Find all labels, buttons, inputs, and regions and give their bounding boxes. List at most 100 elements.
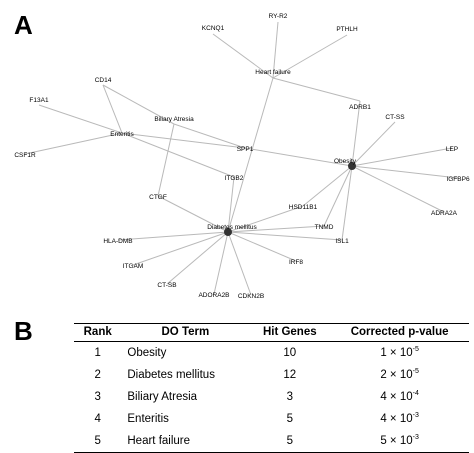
disease-node-label: Diabetes mellitus	[207, 224, 257, 231]
disease-hub-node	[224, 228, 232, 236]
p-value-cell: 5 × 10-3	[330, 430, 469, 453]
network-edge	[157, 195, 229, 233]
network-edge	[121, 132, 246, 149]
table-header-row: Rank DO Term Hit Genes Corrected p-value	[74, 323, 469, 342]
hits-cell: 10	[283, 347, 297, 359]
network-edges	[24, 21, 459, 296]
gene-node-label: ADRA2A	[431, 210, 458, 217]
p-value-exponent: -5	[412, 368, 419, 376]
network-edge	[227, 77, 274, 233]
gene-node-label: IRF8	[289, 259, 303, 266]
network-edge	[351, 165, 459, 179]
col-header-do-term: DO Term	[121, 323, 250, 342]
disease-node-label: Biliary Atresia	[154, 116, 194, 123]
gene-node-label: ISL1	[335, 238, 349, 245]
network-edge	[272, 34, 348, 79]
p-value-cell: 4 × 10-4	[330, 386, 469, 408]
rank-cell: 3	[94, 391, 101, 403]
table-row: 1 Obesity 10 1 × 10-5	[74, 342, 469, 365]
term-cell: Biliary Atresia	[127, 391, 198, 403]
disease-node-label: Heart failure	[255, 69, 291, 76]
network-edge	[117, 231, 229, 241]
gene-node-label: ITGAM	[123, 263, 144, 270]
gene-node-label: HLA-DMB	[103, 238, 132, 245]
network-edge	[341, 165, 353, 241]
network-edge	[351, 121, 396, 167]
rank-cell: 2	[94, 369, 101, 381]
gene-node-label: ADRB1	[349, 104, 371, 111]
network-edge	[323, 165, 353, 227]
col-header-hit-genes: Hit Genes	[249, 323, 331, 342]
p-value-exponent: -5	[412, 346, 419, 354]
network-edge	[121, 132, 235, 178]
p-value-exponent: -4	[412, 390, 419, 398]
network-edge	[132, 231, 229, 266]
network-edge	[227, 231, 252, 296]
gene-node-label: LEP	[446, 146, 458, 153]
term-cell: Enteritis	[127, 413, 169, 425]
network-edge	[351, 147, 453, 167]
gene-node-label: RY-R2	[269, 13, 288, 20]
gene-node-label: TNMD	[315, 224, 334, 231]
col-header-rank: Rank	[74, 323, 122, 342]
gene-node-label: ADORA2B	[198, 292, 229, 299]
p-value-cell: 1 × 10-5	[330, 342, 469, 365]
p-value-cell: 4 × 10-3	[330, 408, 469, 430]
network-edge	[102, 84, 123, 134]
network-edge	[24, 132, 123, 155]
gene-node-label: ITGB2	[225, 175, 244, 182]
gene-node-label: SPP1	[237, 146, 254, 153]
network-edge	[227, 225, 325, 233]
rank-cell: 5	[74, 430, 122, 453]
gene-node-label: PTHLH	[336, 26, 358, 33]
network-edge	[212, 33, 274, 79]
gene-node-label: HSD11B1	[289, 204, 318, 211]
network-edge	[213, 231, 229, 295]
gene-node-label: F13A1	[29, 97, 49, 104]
network-edge	[102, 84, 175, 125]
network-edge	[227, 231, 343, 241]
table-row: 4 Enteritis 5 4 × 10-3	[74, 408, 469, 430]
term-cell: Obesity	[127, 347, 167, 359]
network-edge	[272, 77, 361, 102]
gene-node-label: CT-SS	[385, 114, 405, 121]
disease-node-label: Obesity	[334, 158, 357, 165]
gene-node-label: CD14	[95, 77, 112, 84]
network-edge	[351, 100, 361, 167]
term-cell: Diabetes mellitus	[127, 369, 215, 381]
table-row: 3 Biliary Atresia 3 4 × 10-4	[74, 386, 469, 408]
network-edge	[351, 165, 445, 213]
hits-cell: 5	[249, 430, 331, 453]
network-edge	[227, 176, 235, 233]
network-edge	[227, 205, 304, 233]
col-header-p-value: Corrected p-value	[330, 323, 469, 342]
network-edge	[157, 123, 175, 197]
p-value-base: 4 × 10	[380, 413, 413, 425]
network-edge	[38, 104, 123, 134]
gene-node-label: CT-SB	[157, 282, 176, 289]
p-value-base: 1 × 10	[380, 347, 413, 359]
panel-b-label: B	[14, 316, 33, 346]
panel-a-label: A	[14, 10, 33, 40]
gene-node-label: CDKN2B	[238, 293, 264, 300]
disease-hub-node	[348, 162, 356, 170]
network-edge	[244, 147, 353, 167]
gene-node-label: CTGF	[149, 194, 167, 201]
disease-node-label: Enteritis	[110, 131, 134, 138]
table-row: 5 Heart failure 5 5 × 10-3	[74, 430, 469, 453]
network-edge	[173, 123, 246, 149]
p-value-exponent: -3	[412, 412, 419, 420]
p-value-cell: 2 × 10-5	[330, 364, 469, 386]
p-value-base: 4 × 10	[380, 391, 413, 403]
rank-cell: 4	[94, 413, 101, 425]
network-edge	[166, 231, 229, 285]
gene-node-label: IGFBP6	[446, 176, 470, 183]
p-value-base: 2 × 10	[380, 369, 413, 381]
do-term-table: Rank DO Term Hit Genes Corrected p-value…	[74, 323, 469, 453]
hits-cell: 5	[286, 413, 293, 425]
gene-node-label: KCNQ1	[202, 25, 225, 32]
hits-cell: 12	[283, 369, 297, 381]
network-edge	[302, 165, 353, 207]
